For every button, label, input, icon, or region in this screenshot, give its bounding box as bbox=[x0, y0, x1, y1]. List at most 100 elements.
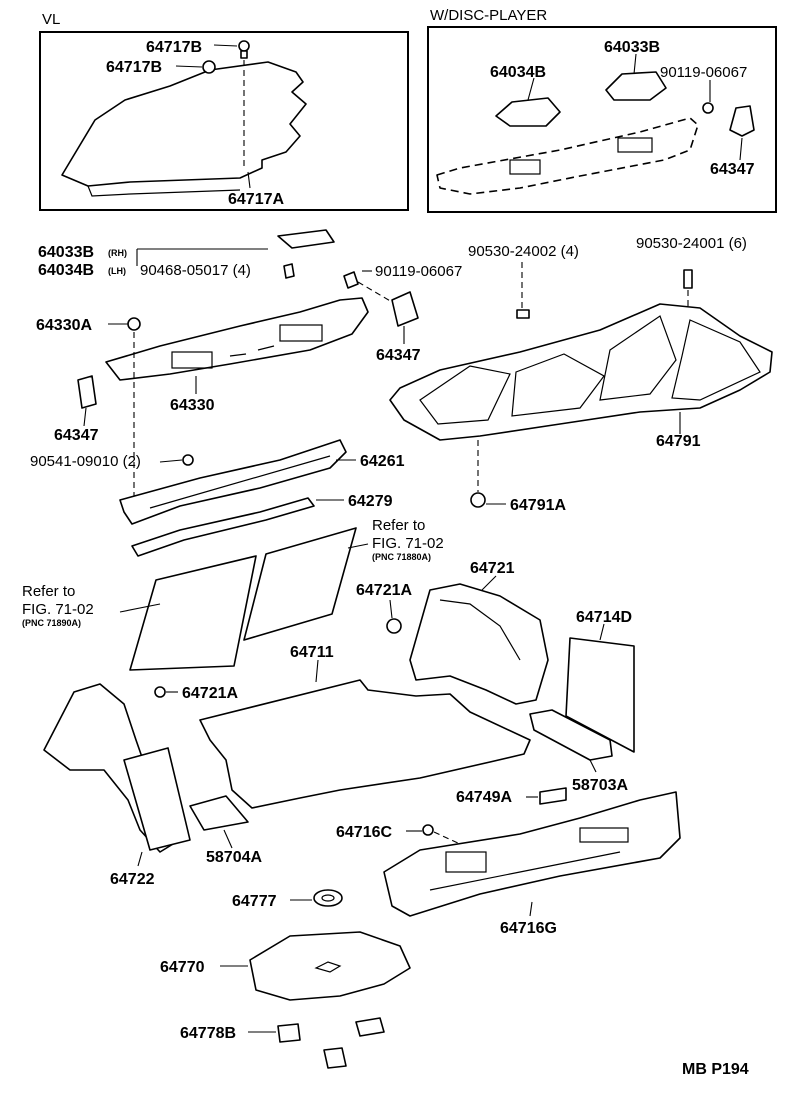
disc-cover-right bbox=[605, 71, 667, 101]
cover-screw bbox=[283, 263, 295, 279]
trim-64721-line bbox=[439, 599, 521, 661]
label-garnish: 64261 bbox=[360, 453, 405, 470]
back-trim-slot-1 bbox=[445, 851, 487, 873]
fastener-64330a bbox=[127, 317, 141, 331]
inset-vl: VL 64717B 64717B 64717A bbox=[39, 11, 409, 211]
label-trim-right: 64721 bbox=[470, 560, 515, 577]
weatherstrip-64279 bbox=[131, 497, 315, 557]
label-package-tray: 64330 bbox=[170, 397, 215, 414]
label-spare-cover: 64770 bbox=[160, 959, 205, 976]
disc-cover-left bbox=[495, 97, 561, 127]
leader-trim-right bbox=[481, 575, 497, 591]
vl-pad-edge bbox=[87, 185, 241, 197]
board-58704a bbox=[189, 795, 249, 831]
pad-64778b-2 bbox=[355, 1017, 385, 1037]
disc-package-tray bbox=[436, 117, 699, 195]
label-refer-right-pnc: (PNC 71880A) bbox=[372, 552, 431, 562]
clip-64716c bbox=[422, 824, 434, 836]
leader-back-trim bbox=[529, 901, 533, 917]
inset-vl-title: VL bbox=[42, 11, 60, 28]
inset-disc-title: W/DISC-PLAYER bbox=[430, 7, 547, 24]
inset-vl-frame bbox=[39, 31, 409, 211]
garnish-group: 90541-09010 (2) 64261 64279 bbox=[30, 439, 405, 557]
disc-label-cover-right: 64033B bbox=[604, 39, 660, 56]
label-grommet: 64777 bbox=[232, 893, 277, 910]
screw-axis bbox=[357, 281, 393, 303]
label-panel-screw: 90119-06067 bbox=[375, 263, 462, 280]
vl-label-clip-upper: 64717B bbox=[146, 39, 202, 56]
label-clip-back: 64716C bbox=[336, 824, 392, 841]
tray-slots bbox=[229, 345, 275, 357]
grommet-64777 bbox=[313, 889, 343, 907]
label-board-right: 58703A bbox=[572, 777, 628, 794]
disc-leader-bracket bbox=[739, 137, 743, 161]
floor-mat-group: 64711 bbox=[199, 644, 531, 809]
seatback-panel-left bbox=[129, 555, 257, 671]
vl-clip-upper bbox=[238, 40, 250, 52]
label-board-left: 58704A bbox=[206, 849, 262, 866]
page-code: MB P194 bbox=[682, 1061, 749, 1078]
leader-refer-right bbox=[347, 543, 369, 549]
back-trim-group: 64749A 64716C 64716G bbox=[336, 787, 681, 937]
tray-hole-left bbox=[171, 351, 213, 369]
garnish-line bbox=[149, 455, 331, 509]
tray-pad-group: 90530-24002 (4) 90530-24001 (6) 64791 64… bbox=[389, 235, 773, 514]
label-cover-screw: 90468-05017 (4) bbox=[140, 262, 251, 279]
disc-screw bbox=[702, 102, 714, 114]
leader-clip-right bbox=[389, 599, 393, 619]
disc-bracket bbox=[729, 105, 755, 137]
bolt-90530-24001 bbox=[683, 269, 693, 289]
package-tray-group: 64033B (RH) 64034B (LH) 90468-05017 (4) … bbox=[36, 229, 462, 500]
clip-64721a-right bbox=[386, 618, 402, 634]
label-small-pad: 64778B bbox=[180, 1025, 236, 1042]
leader-screw-2 bbox=[159, 459, 183, 463]
label-cover-rh-part: 64033B bbox=[38, 244, 94, 261]
label-tray-clip: 64791A bbox=[510, 497, 566, 514]
clip-64721a-left bbox=[154, 686, 166, 698]
pad-64778b-1 bbox=[277, 1023, 301, 1043]
label-bolt-2: 90530-24002 (4) bbox=[468, 243, 579, 260]
label-clip-left: 64721A bbox=[182, 685, 238, 702]
spare-cover-hole bbox=[314, 961, 342, 973]
inset-disc-player: W/DISC-PLAYER 64034B 64033B 90119-06067 … bbox=[427, 7, 777, 213]
vl-clip-upper-stem bbox=[240, 50, 248, 59]
label-trim-left: 64722 bbox=[110, 871, 155, 888]
label-screw-2: 90541-09010 (2) bbox=[30, 453, 141, 470]
label-fastener: 64330A bbox=[36, 317, 92, 334]
leader-trim-left bbox=[137, 851, 143, 867]
leader-refer-left bbox=[119, 603, 161, 613]
clip-back-axis bbox=[433, 831, 461, 845]
tray-hole-right bbox=[279, 324, 323, 342]
back-trim-64716g bbox=[383, 791, 681, 917]
label-cover-rh-suffix: (RH) bbox=[108, 248, 127, 258]
label-weatherstrip: 64279 bbox=[348, 493, 393, 510]
vl-leader-clip-lower bbox=[175, 65, 203, 68]
inset-disc-frame bbox=[427, 26, 777, 213]
bracket-left-64347 bbox=[77, 375, 97, 409]
label-cover-lh-suffix: (LH) bbox=[108, 266, 126, 276]
vl-clip-lower bbox=[202, 60, 216, 74]
pad-64778b-3 bbox=[323, 1047, 347, 1069]
vl-leader-pad bbox=[247, 171, 251, 189]
back-trim-line bbox=[429, 851, 621, 891]
disc-leader-cover-right bbox=[633, 53, 637, 75]
label-bolt-1: 90530-24001 (6) bbox=[636, 235, 747, 252]
disc-label-bracket: 64347 bbox=[710, 161, 755, 178]
screw-90541 bbox=[182, 454, 194, 466]
package-tray-panel bbox=[105, 297, 369, 381]
leader-mat-side bbox=[599, 623, 605, 641]
label-mat-side: 64714D bbox=[576, 609, 632, 626]
vl-trunk-pad bbox=[61, 61, 307, 187]
left-trim-group: 64721A 64722 58704A bbox=[43, 683, 262, 888]
bracket-64749a bbox=[539, 787, 567, 805]
bracket-right-64347 bbox=[391, 291, 419, 327]
disc-tray-hole-2 bbox=[617, 137, 653, 153]
tray-pad-cell-3 bbox=[599, 315, 677, 401]
right-trim-group: 64721A 64721 64714D 58703A bbox=[356, 560, 635, 794]
disc-tray-hole-1 bbox=[509, 159, 541, 175]
label-tray-pad: 64791 bbox=[656, 433, 701, 450]
floor-mat-64711 bbox=[199, 679, 531, 809]
vl-leader-clip-upper bbox=[213, 44, 238, 47]
label-bracket-right: 64347 bbox=[376, 347, 421, 364]
